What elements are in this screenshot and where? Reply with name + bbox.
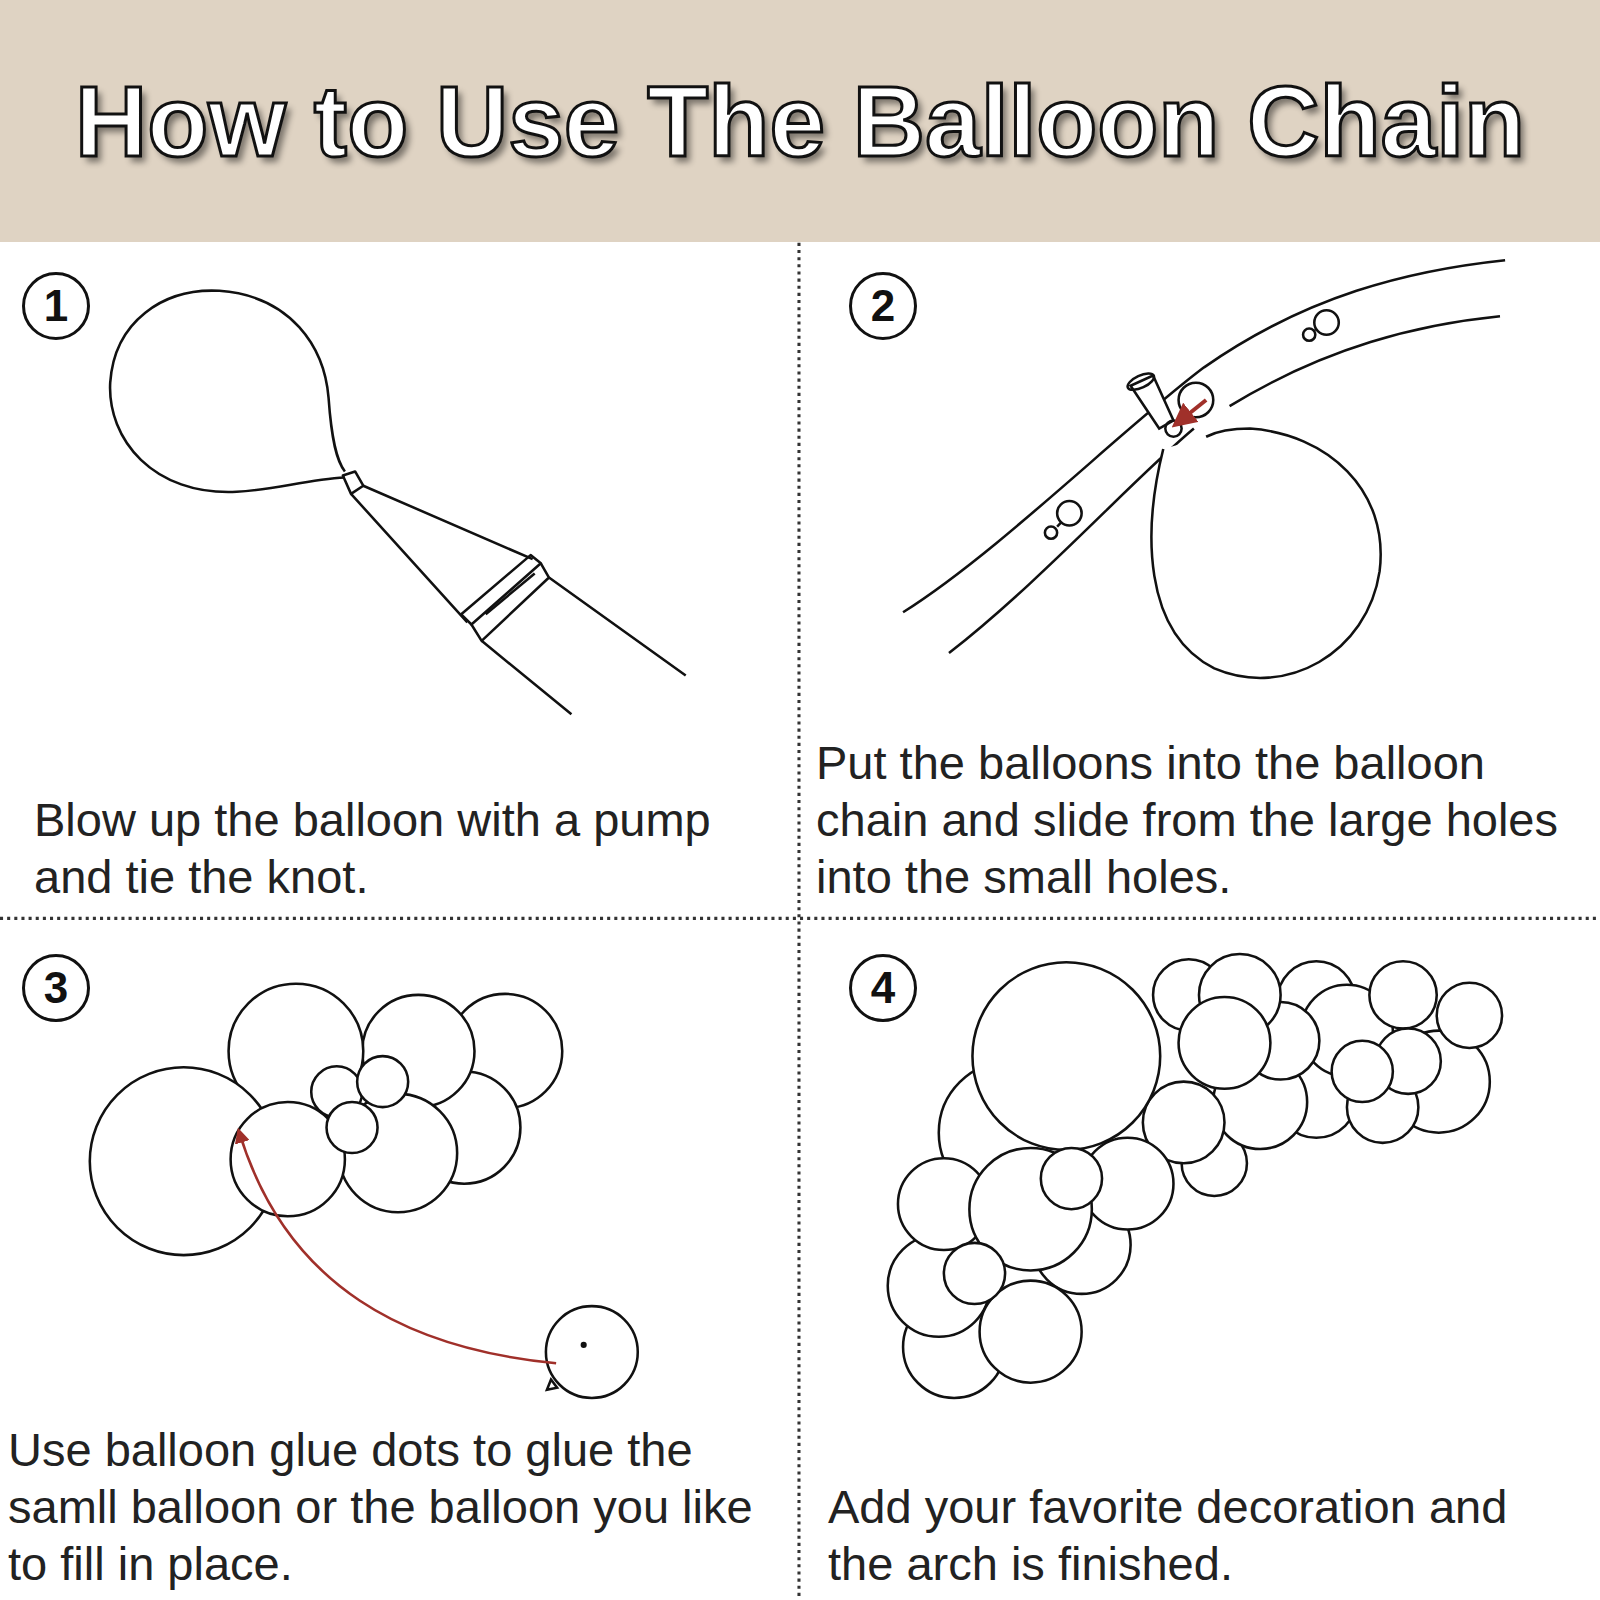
step-circle: 4 [849,954,917,1022]
step-circle: 3 [22,954,90,1022]
step-caption: Put the balloons into the balloon chain … [816,734,1596,905]
step-number: 3 [44,966,68,1010]
step-caption: Use balloon glue dots to glue the samll … [8,1421,793,1592]
step-number: 2 [871,284,895,328]
step-circle: 2 [849,272,917,340]
title-band: How to Use The Balloon Chain [0,0,1600,242]
step-caption: Blow up the balloon with a pump and tie … [34,791,754,905]
step-number: 1 [44,284,68,328]
step-circle: 1 [22,272,90,340]
step-number: 4 [871,966,895,1010]
step-caption: Add your favorite decoration and the arc… [828,1478,1548,1592]
title: How to Use The Balloon Chain [75,64,1525,179]
